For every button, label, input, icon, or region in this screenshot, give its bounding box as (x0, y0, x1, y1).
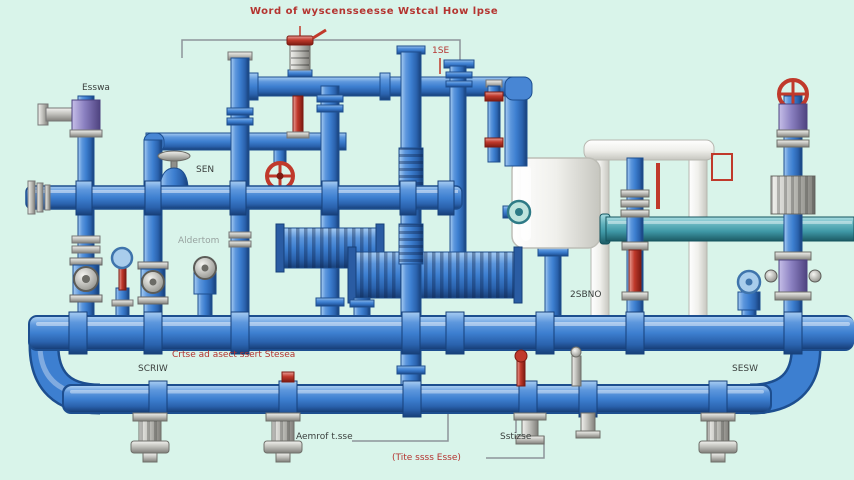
purple-valve-body (71, 99, 101, 131)
drain-fitting-4 (513, 412, 547, 445)
label-main-pipe-note: Crtse ad asect ssert Stesea (172, 350, 296, 360)
label-aldertom: Aldertom (178, 236, 220, 246)
drain-fitting-3 (698, 412, 738, 463)
handwheel-icon (110, 246, 134, 270)
left-gate-valve (69, 257, 103, 303)
ribbed-manifold-b (347, 246, 523, 304)
drain-fitting-1 (130, 412, 170, 463)
label-sen: SEN (196, 165, 215, 175)
label-bottom-note: (Tite ssss Esse) (392, 453, 461, 463)
top-branch-pipe (231, 72, 533, 167)
label-scriw: SCRIW (138, 364, 168, 374)
lower-pipe (62, 346, 772, 418)
main-pipe (28, 311, 854, 355)
dome-valve (157, 150, 191, 187)
riser-7 (620, 157, 650, 319)
small-blue-valve (736, 269, 762, 319)
red-bracket (711, 153, 733, 181)
red-strip (656, 163, 660, 209)
label-sstizse: Sstizse (500, 432, 532, 442)
purple-valve (764, 251, 822, 301)
relief-lever (312, 28, 327, 40)
gray-tap (570, 346, 582, 387)
drain-fitting-2 (263, 412, 303, 463)
red-mark (281, 371, 295, 383)
relief-cap (286, 35, 314, 46)
label-esswa: Esswa (82, 83, 110, 93)
small-tap-valve-left (110, 246, 134, 319)
upper-pipe (25, 180, 463, 216)
label-2sbno: 2SBNO (570, 290, 602, 300)
drain-fitting-5 (575, 412, 601, 439)
pressure-gauge (502, 199, 532, 225)
teal-pipe (599, 213, 854, 245)
red-tap (514, 349, 528, 387)
diagram-title: Word of wyscensseesse Wstcal How lpse (250, 6, 499, 17)
relief-valve (286, 28, 327, 139)
label-sesw: SESW (732, 364, 759, 374)
gate-valve-main (193, 256, 217, 319)
purple-valve-body (778, 103, 808, 131)
label-aemrof: Aemrof t.sse (296, 432, 353, 442)
main-pipe-collars (68, 311, 803, 355)
instrument-lines (181, 39, 545, 459)
riser-8 (764, 78, 822, 319)
gray-coupling (770, 175, 816, 215)
red-slim-valve (621, 241, 649, 301)
red-collar-stub (484, 79, 504, 163)
label-1se: 1SE (432, 46, 450, 56)
handwheel-icon (157, 150, 191, 162)
gate-valve (137, 261, 169, 305)
